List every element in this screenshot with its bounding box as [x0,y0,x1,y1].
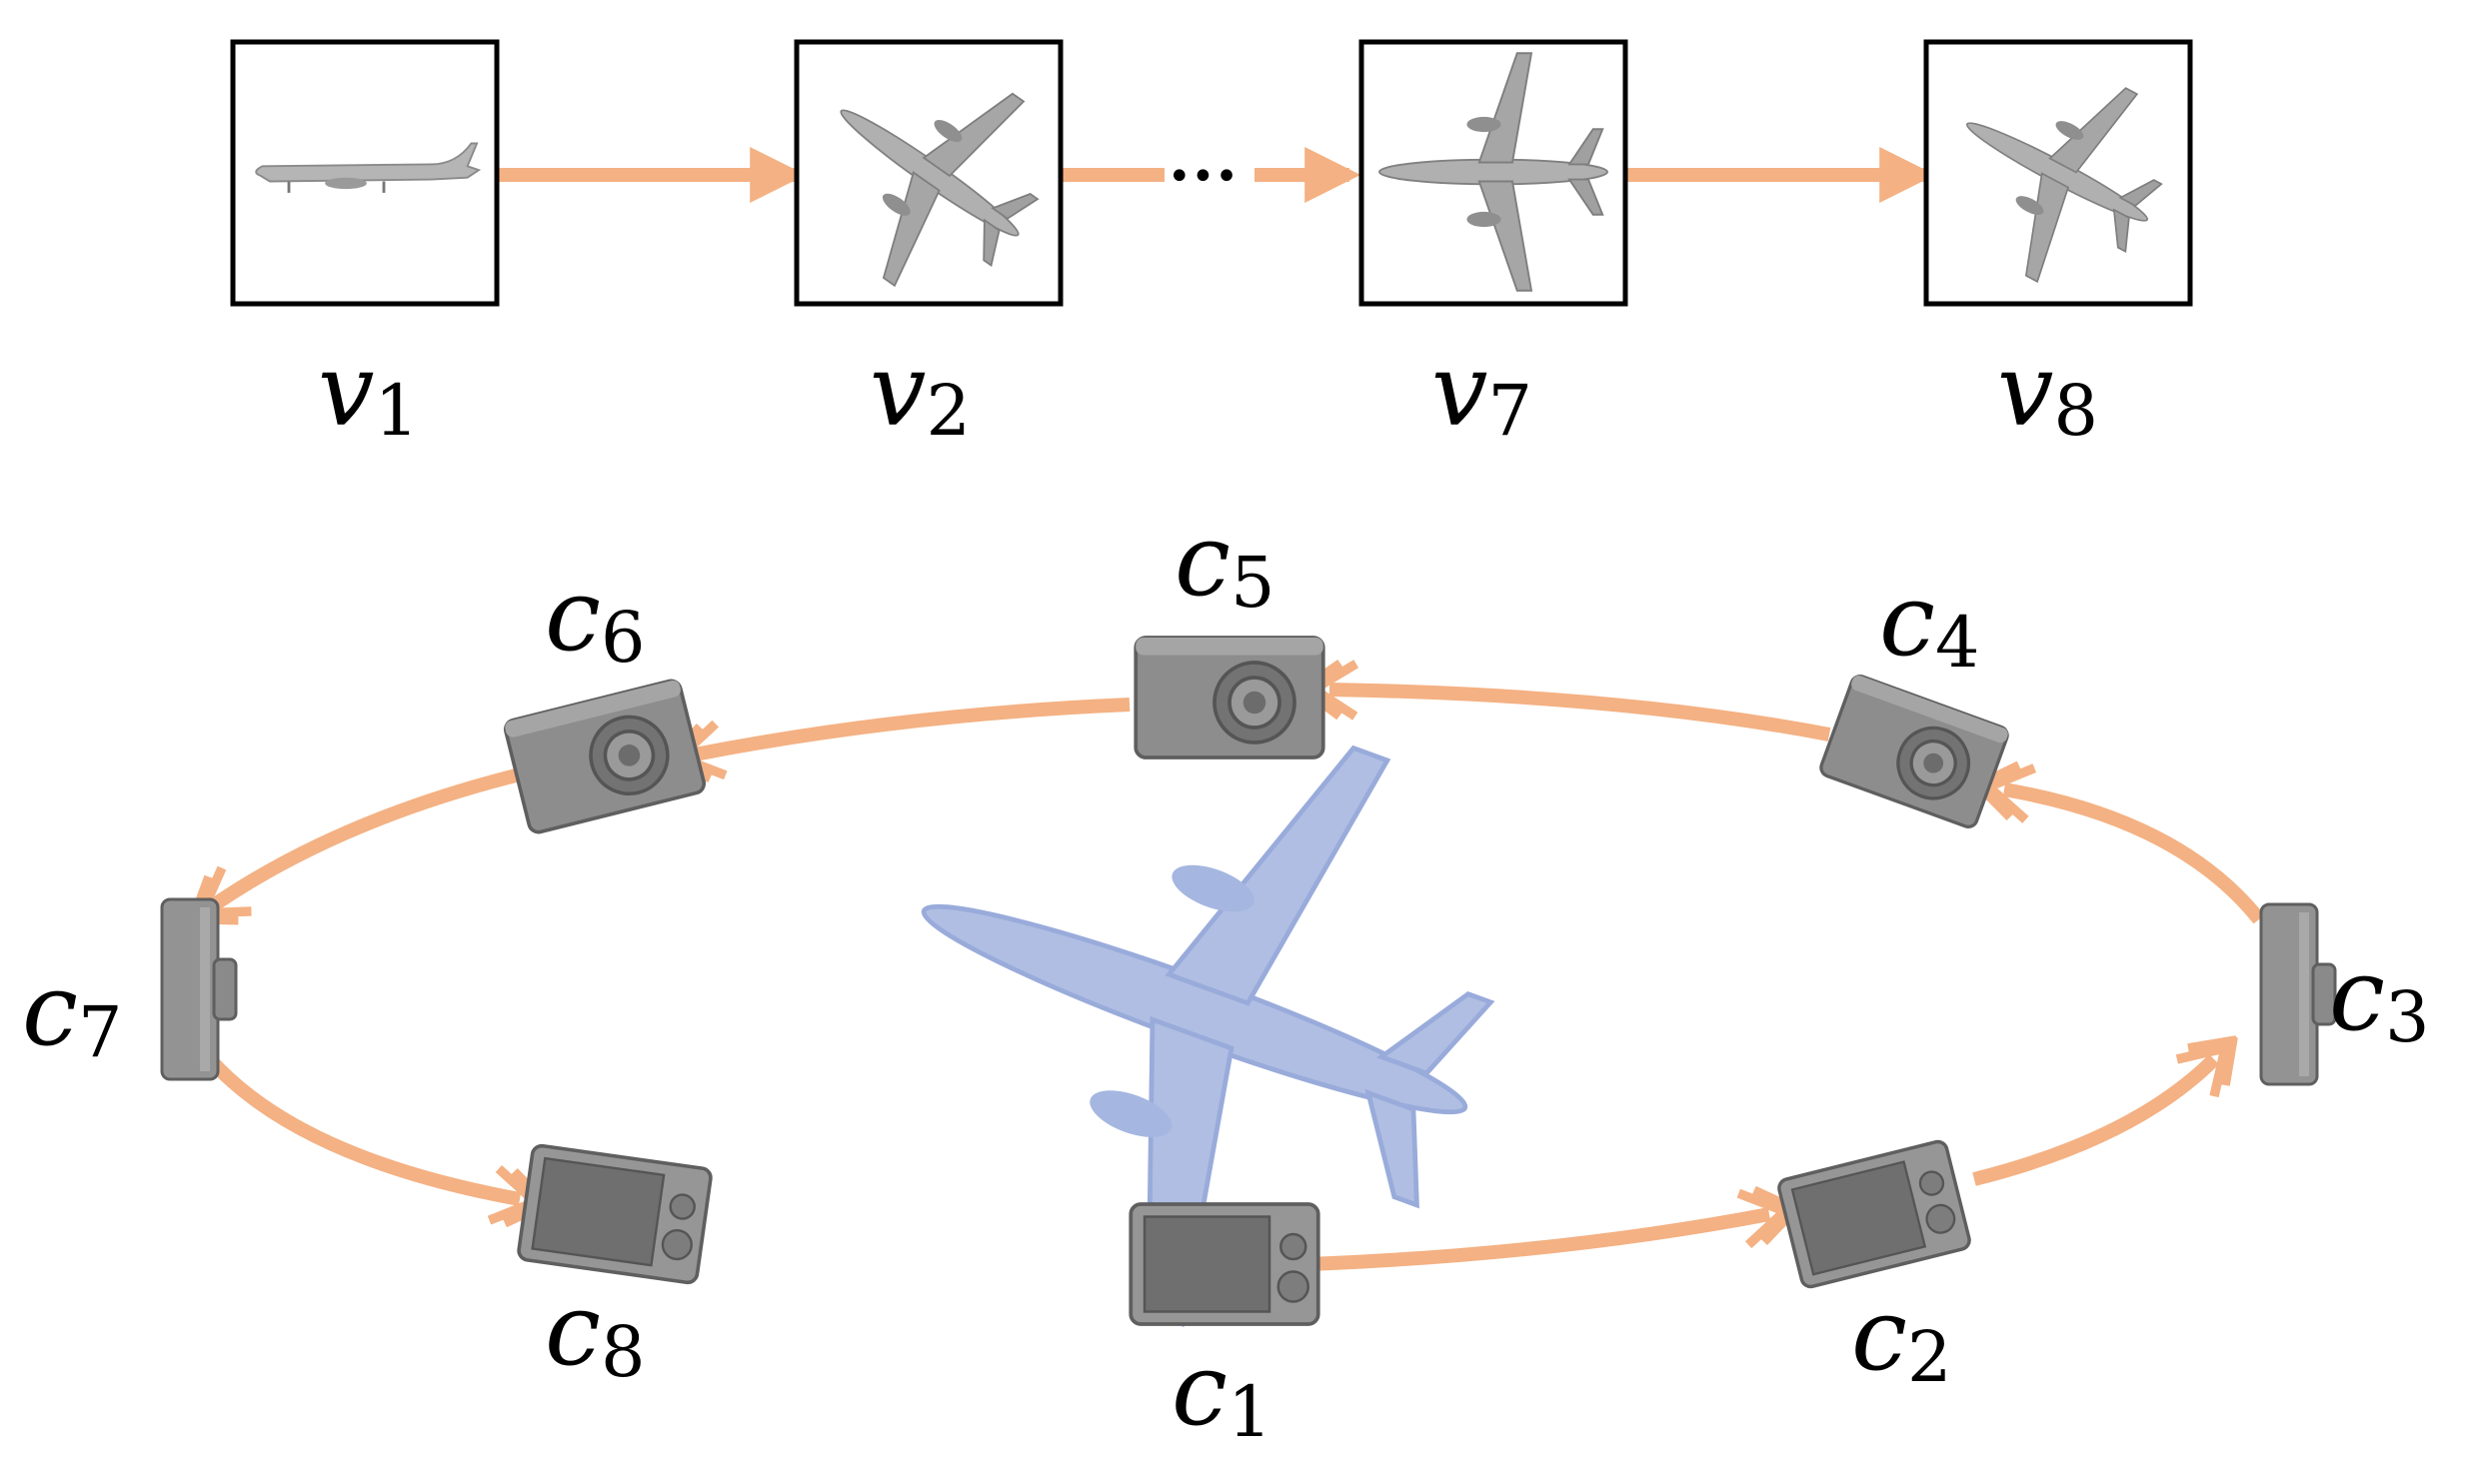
camera-back-icon [516,1142,714,1286]
camera-label-c8: c8 [545,1271,646,1393]
camera-back-icon [1129,1202,1320,1326]
camera-c5: c5 [1134,502,1325,759]
orbit-arrow-c2-c3 [1972,1059,2214,1186]
camera-label-c7: c7 [22,951,123,1073]
orbit-arrow-c5-c6 [695,698,1131,754]
camera-label-c2: c2 [1851,1276,1952,1398]
orbit-arrow-c6-c7 [215,767,522,904]
camera-label-c5: c5 [1175,502,1275,624]
camera-front-icon [501,677,709,836]
camera-label-c3: c3 [2329,936,2430,1058]
orbit-arrow-c7-c8 [204,1054,520,1199]
camera-c2: c2 [1775,1137,1973,1398]
view-sequence: ••• v1 v2 v7 v8 [230,17,2198,452]
camera-c1: c1 [1129,1202,1320,1453]
orbit-arrow-c1-c2 [1308,1214,1769,1271]
view-frame-8: v8 [1916,29,2198,452]
camera-front-icon [1816,672,2012,831]
camera-label-c4: c4 [1879,562,1980,684]
camera-c8: c8 [516,1142,714,1393]
camera-c4: c4 [1816,562,2012,831]
airplane-icon [921,744,1495,1327]
camera-side-icon [2259,902,2337,1086]
orbit-arrow-c4-c5 [1329,690,1831,742]
ellipsis: ••• [1168,154,1238,200]
camera-c3: c3 [2259,902,2430,1086]
view-label-8: v8 [1997,332,2098,452]
camera-label-c6: c6 [545,557,646,679]
view-label-1: v1 [318,332,419,452]
camera-back-icon [1775,1137,1973,1291]
view-frame-2: v2 [776,17,1084,452]
view-frame-1: v1 [230,39,500,452]
view-label-7: v7 [1431,332,1532,452]
view-label-2: v2 [870,332,971,452]
camera-side-icon [160,897,238,1081]
camera-c6: c6 [501,557,709,836]
camera-label-c1: c1 [1172,1331,1272,1453]
orbit-arrow-c3-c4 [2004,789,2265,924]
view-frame-7: v7 [1358,39,1628,452]
camera-front-icon [1134,636,1325,759]
camera-c7: c7 [22,897,238,1081]
camera-orbit: c1 c2 c3 c4 c5 c6 c7 c8 [22,502,2430,1453]
